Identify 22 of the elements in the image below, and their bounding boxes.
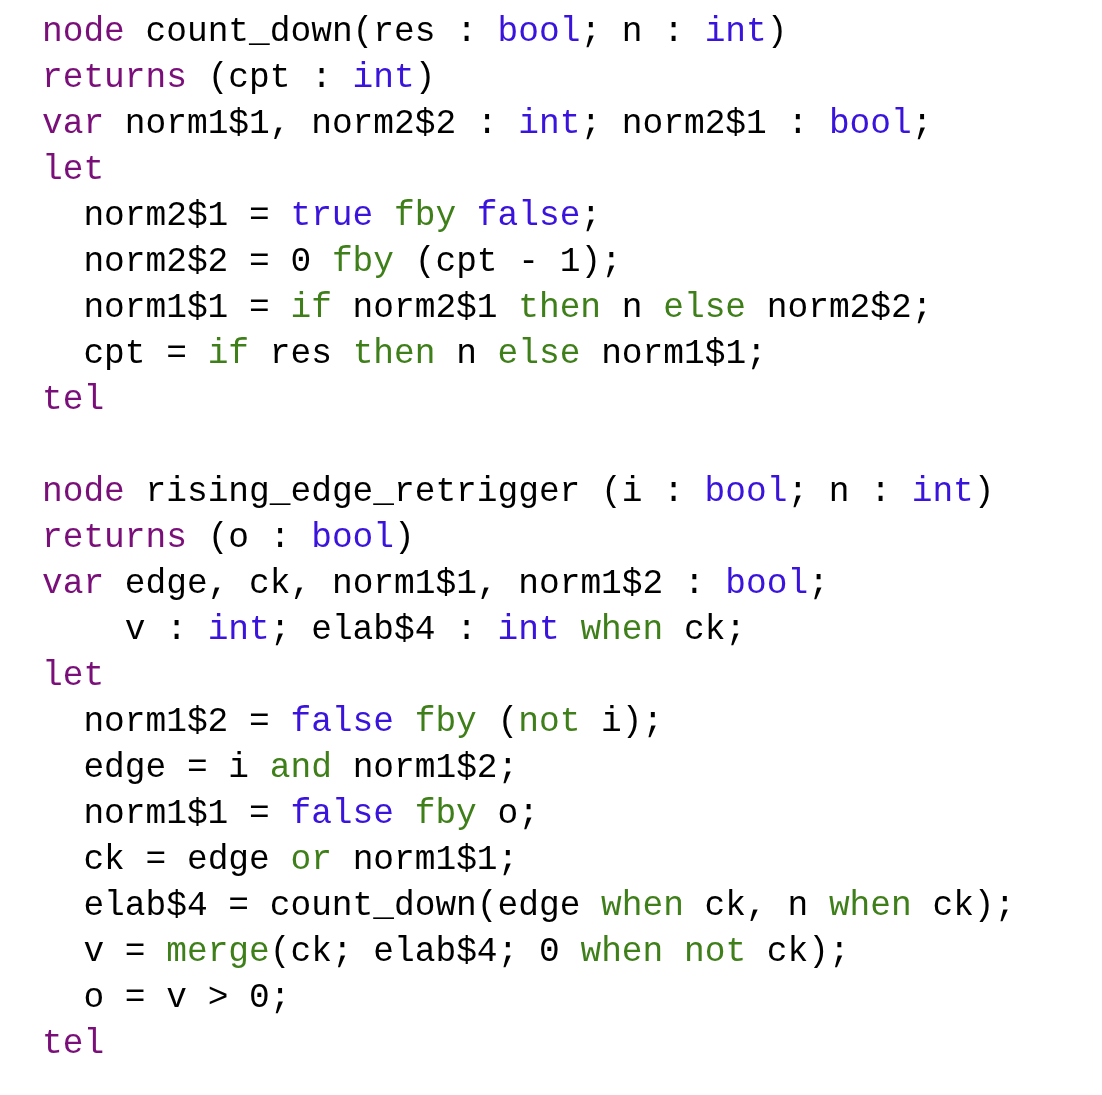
code-line: node count_down(res : bool; n : int) (42, 11, 788, 53)
code-line: returns (o : bool) (42, 517, 415, 559)
code-line: returns (cpt : int) (42, 57, 436, 99)
code-line: tel (42, 1023, 105, 1065)
code-line: tel (42, 379, 105, 421)
code-line: cpt = if res then n else norm1$1; (83, 333, 767, 375)
code-line: v = merge(ck; elab$4; 0 when not ck); (83, 931, 850, 973)
code-line: node rising_edge_retrigger (i : bool; n : int) (42, 471, 995, 513)
code-line: norm1$1 = false fby o; (83, 793, 539, 835)
code-line: v : int; elab$4 : int when ck; (124, 609, 747, 651)
code-line: let (42, 149, 105, 191)
code-line: let (42, 655, 105, 697)
code-line: norm2$2 = 0 fby (cpt - 1); (83, 241, 622, 283)
code-line: var norm1$1, norm2$2 : int; norm2$1 : bool; (42, 103, 933, 145)
code-line: norm1$1 = if norm2$1 then n else norm2$2; (83, 287, 933, 329)
code-line: norm2$1 = true fby false; (83, 195, 602, 237)
code-line: var edge, ck, norm1$1, norm1$2 : bool; (42, 563, 829, 605)
code-line: o = v > 0; (83, 977, 291, 1019)
code-line: norm1$2 = false fby (not i); (83, 701, 664, 743)
code-line: edge = i and norm1$2; (83, 747, 519, 789)
code-line: elab$4 = count_down(edge when ck, n when ck); (83, 885, 1016, 927)
code-line: ck = edge or norm1$1; (83, 839, 519, 881)
